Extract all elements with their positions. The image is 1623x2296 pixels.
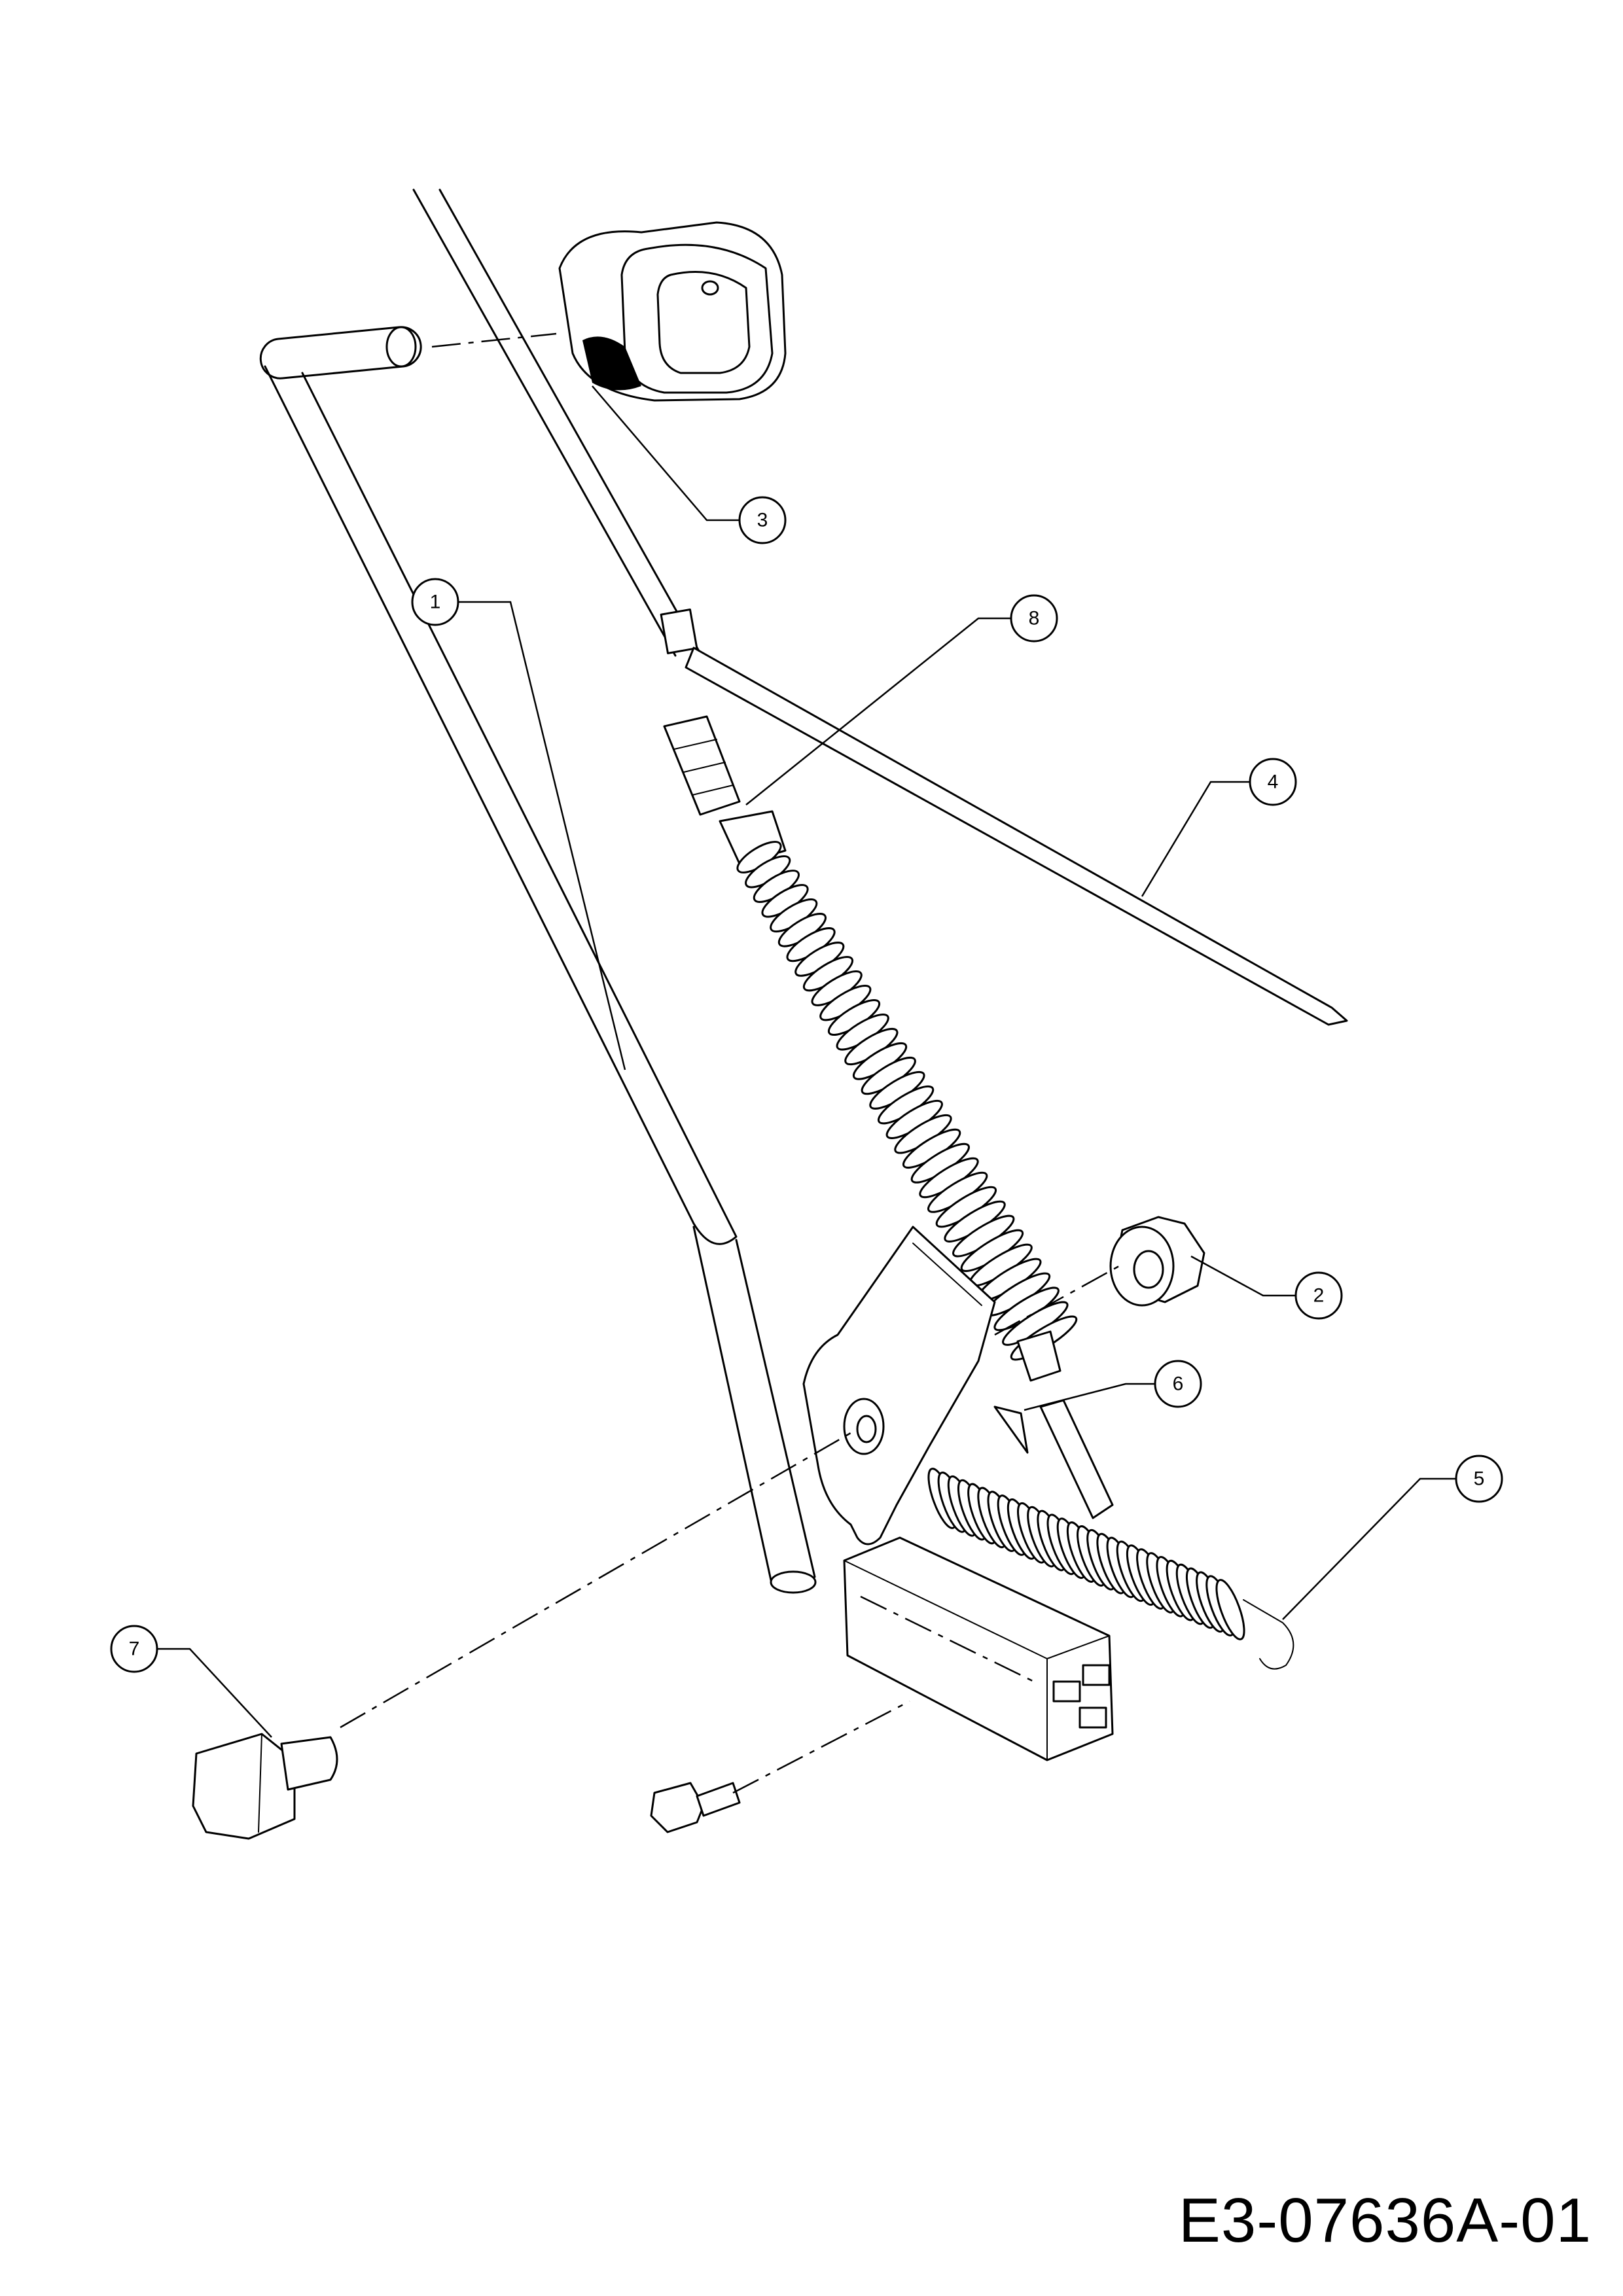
- callout-circle: [738, 496, 787, 544]
- callout-number: 8: [1029, 608, 1040, 629]
- callout-6: 6: [1154, 1360, 1202, 1408]
- callout-circle: [411, 578, 459, 626]
- flange-nut: [1109, 1216, 1205, 1307]
- callout-7: 7: [110, 1625, 158, 1673]
- callout-number: 2: [1313, 1285, 1325, 1307]
- callout-number: 5: [1474, 1468, 1485, 1490]
- callout-circle: [110, 1625, 158, 1673]
- callout-circle: [1294, 1271, 1343, 1320]
- drawing-code: E3-07636A-01: [1178, 2185, 1592, 2255]
- shoulder-bolt: [192, 1733, 338, 1840]
- callout-3: 3: [738, 496, 787, 544]
- callout-4: 4: [1249, 758, 1297, 806]
- callout-circle: [1455, 1455, 1503, 1503]
- callout-circle: [1249, 758, 1297, 806]
- callout-2: 2: [1294, 1271, 1343, 1320]
- boot-end: [1016, 1330, 1061, 1382]
- callout-number: 6: [1173, 1373, 1184, 1395]
- assembly-lines: [340, 332, 1120, 1794]
- handle-grip: [558, 221, 787, 402]
- control-cable: [412, 188, 703, 657]
- callout-number: 4: [1268, 771, 1279, 793]
- callout-1: 1: [411, 578, 459, 626]
- safety-switch: [843, 1536, 1114, 1761]
- callout-8: 8: [1010, 594, 1058, 643]
- switch-screw: [650, 1782, 741, 1833]
- callout-number: 3: [757, 510, 768, 531]
- extension-spring: [927, 1468, 1245, 1640]
- callout-number: 1: [430, 592, 441, 613]
- callout-circle: [1154, 1360, 1202, 1408]
- cable-boot: [736, 841, 1078, 1382]
- callouts: 1 2 3 4 5 6 7 8: [110, 496, 1503, 1673]
- callout-5: 5: [1455, 1455, 1503, 1503]
- callout-leaders: [157, 385, 1456, 1738]
- callout-number: 7: [129, 1638, 140, 1660]
- handle-lever: [259, 326, 817, 1594]
- cable-clip: [663, 715, 787, 865]
- pivot-bracket: [802, 1226, 1029, 1545]
- spring-coil: [1215, 1579, 1245, 1640]
- cable-tie: [660, 608, 1348, 1026]
- callout-circle: [1010, 594, 1058, 643]
